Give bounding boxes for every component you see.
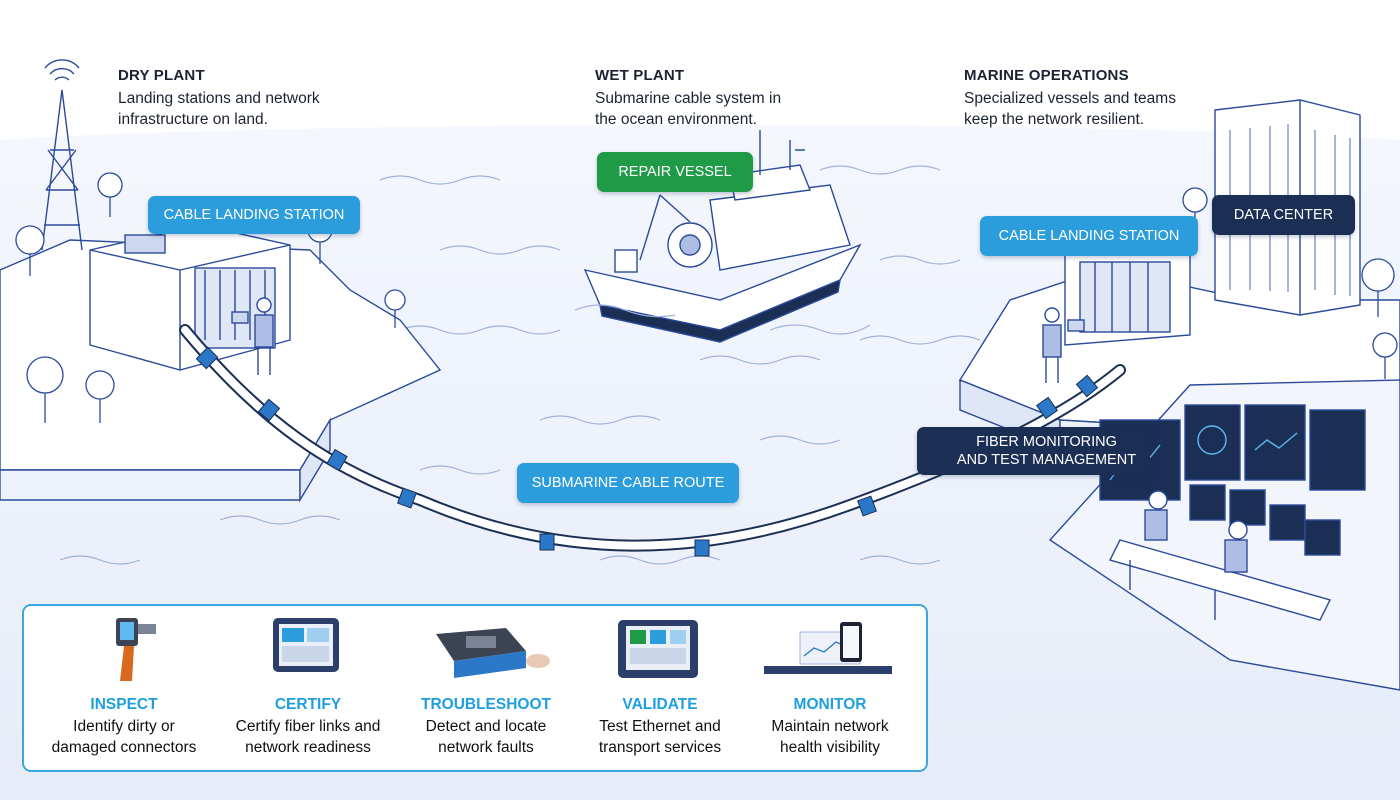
tool-troubleshoot: TROUBLESHOOT Detect and locate network f… [396, 606, 576, 774]
wet-plant-section: WET PLANT Submarine cable system in the … [595, 67, 781, 130]
otdr-module-icon [436, 628, 550, 678]
tool-monitor: MONITOR Maintain network health visibili… [740, 606, 920, 774]
marine-operations-desc-line1: Specialized vessels and teams [964, 90, 1176, 107]
inspection-probe-icon [116, 618, 156, 681]
tool-validate-line1: Test Ethernet and [599, 718, 721, 735]
tool-validate-title: VALIDATE [622, 696, 698, 713]
dry-plant-section: DRY PLANT Landing stations and network i… [118, 67, 320, 130]
wet-plant-title: WET PLANT [595, 67, 685, 84]
fiber-monitoring-label: FIBER MONITORING AND TEST MANAGEMENT [917, 427, 1150, 475]
tool-inspect: INSPECT Identify dirty or damaged connec… [34, 606, 214, 774]
fiber-monitoring-line1: FIBER MONITORING [976, 434, 1117, 450]
ethernet-tester-icon [618, 620, 698, 678]
monitoring-system-icon [764, 622, 892, 674]
tool-validate-line2: transport services [598, 739, 722, 756]
tool-certify: CERTIFY Certify fiber links and network … [218, 606, 398, 774]
tool-troubleshoot-line1: Detect and locate [425, 718, 547, 735]
dry-plant-desc-line2: infrastructure on land. [118, 111, 268, 128]
marine-operations-title: MARINE OPERATIONS [964, 67, 1129, 84]
certification-tester-icon [273, 618, 339, 672]
wet-plant-desc-line2: the ocean environment. [595, 111, 757, 128]
tool-validate-desc: Test Ethernet and transport services [570, 716, 750, 758]
tool-inspect-title: INSPECT [90, 696, 158, 713]
dry-plant-title: DRY PLANT [118, 67, 205, 84]
tool-monitor-line1: Maintain network [771, 718, 889, 735]
tool-troubleshoot-desc: Detect and locate network faults [396, 716, 576, 758]
vessel-wake [574, 304, 871, 335]
data-center-label: DATA CENTER [1212, 195, 1355, 235]
tool-certify-line1: Certify fiber links and [235, 718, 381, 735]
tool-certify-desc: Certify fiber links and network readines… [218, 716, 398, 758]
tool-monitor-title: MONITOR [793, 696, 867, 713]
tool-troubleshoot-title: TROUBLESHOOT [420, 696, 552, 713]
wet-plant-desc-line1: Submarine cable system in [595, 90, 782, 107]
right-station-building [1064, 239, 1191, 346]
left-station-building [89, 224, 291, 371]
tool-certify-line2: network readiness [245, 739, 371, 756]
submarine-cable-route-label: SUBMARINE CABLE ROUTE [517, 463, 739, 503]
marine-operations-section: MARINE OPERATIONS Specialized vessels an… [964, 67, 1176, 130]
fiber-monitoring-line2: AND TEST MANAGEMENT [956, 452, 1137, 468]
tool-troubleshoot-line2: network faults [438, 739, 534, 756]
tool-certify-title: CERTIFY [274, 696, 342, 713]
tools-panel: INSPECT Identify dirty or damaged connec… [22, 604, 928, 772]
cable-landing-station-right-label: CABLE LANDING STATION [980, 216, 1198, 256]
marine-operations-desc-line2: keep the network resilient. [964, 111, 1145, 128]
technician-left [231, 297, 274, 375]
dry-plant-desc-line1: Landing stations and network [118, 90, 320, 107]
tool-inspect-line2: damaged connectors [51, 739, 197, 756]
technician-right [1042, 307, 1085, 383]
tool-monitor-desc: Maintain network health visibility [740, 716, 920, 758]
radio-tower [41, 59, 83, 251]
trees-right [1182, 187, 1398, 379]
cable-landing-station-left-label: CABLE LANDING STATION [148, 196, 360, 234]
tool-inspect-line1: Identify dirty or [73, 718, 175, 735]
cable-repeaters [195, 346, 1099, 557]
tool-inspect-desc: Identify dirty or damaged connectors [34, 716, 214, 758]
tool-monitor-line2: health visibility [780, 739, 880, 756]
tool-validate: VALIDATE Test Ethernet and transport ser… [570, 606, 750, 774]
repair-vessel-label: REPAIR VESSEL [597, 152, 753, 192]
